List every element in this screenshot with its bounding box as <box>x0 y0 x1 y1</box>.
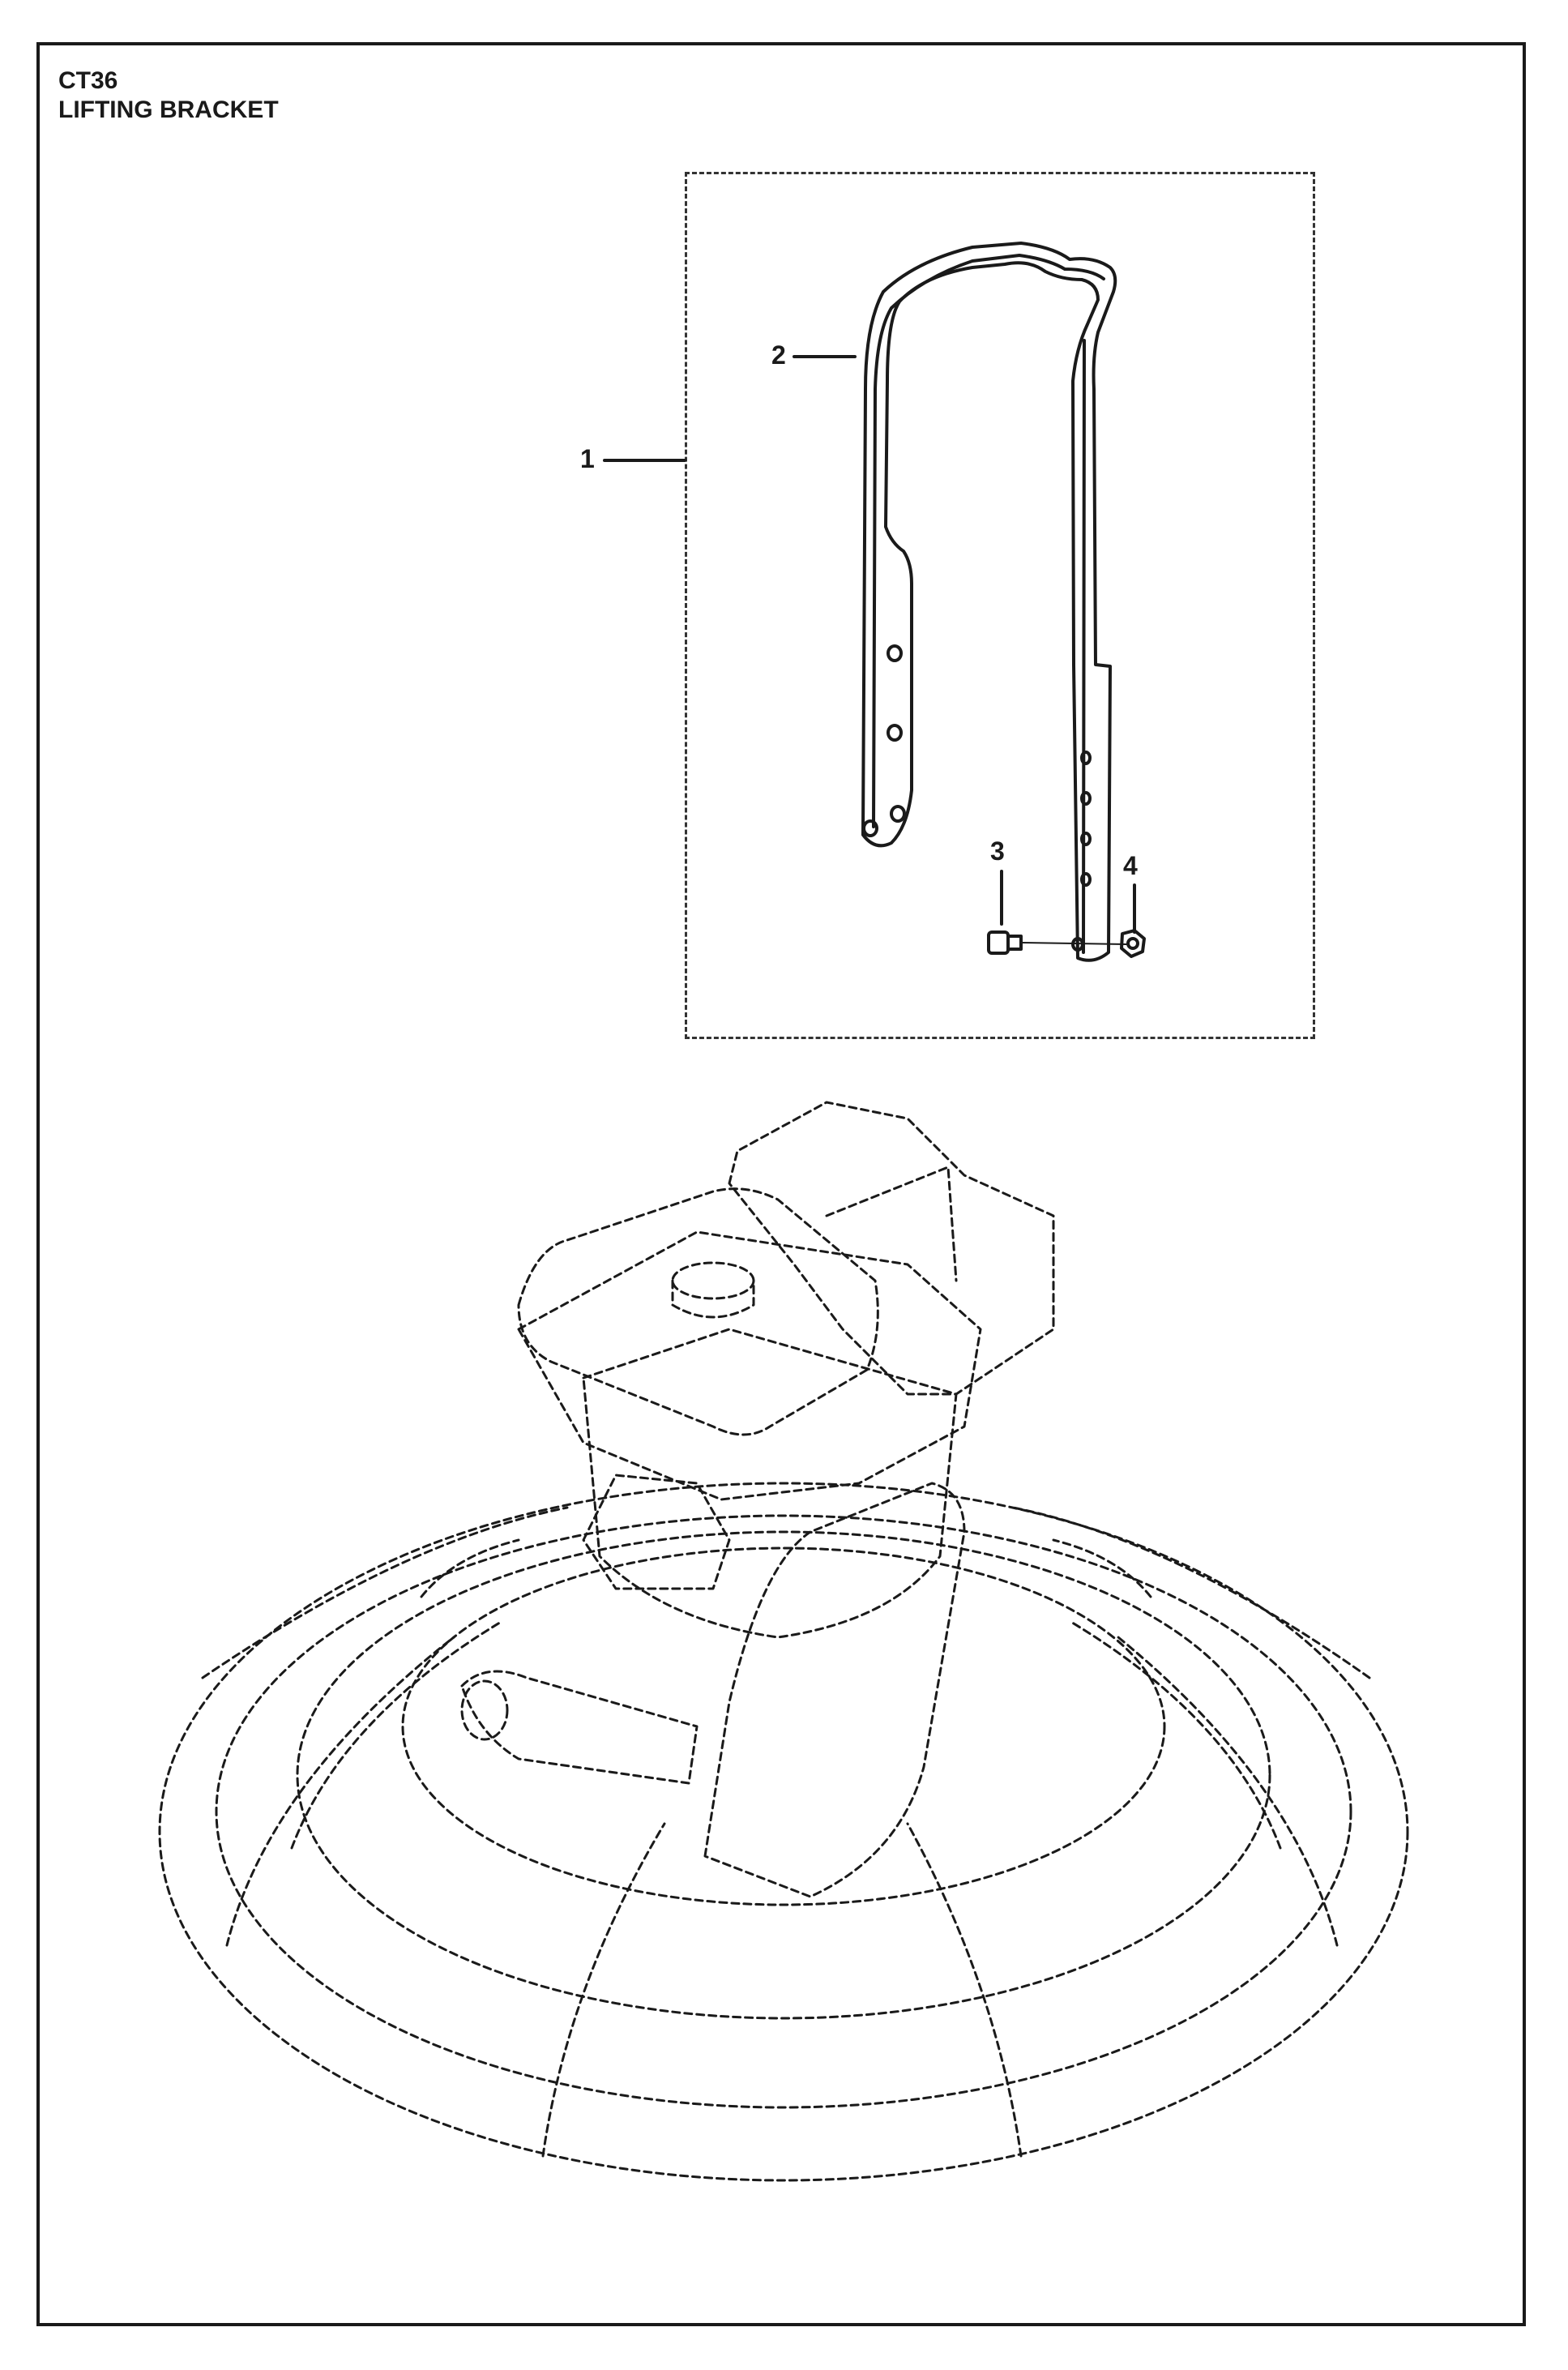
bracket-hole <box>887 644 903 662</box>
title-block: CT36 LIFTING BRACKET <box>58 66 279 125</box>
power-trowel-machine <box>158 1101 1409 2182</box>
cage-arc <box>225 1636 455 1947</box>
callout-2: 2 <box>771 340 786 370</box>
bolt <box>987 930 1127 955</box>
callout-3: 3 <box>990 836 1005 866</box>
cage-arc <box>541 1822 666 2158</box>
air-cleaner-divider <box>825 1166 958 1282</box>
control-arm <box>703 1482 966 1898</box>
bracket-hole <box>1080 832 1092 846</box>
callout-1: 1 <box>580 444 595 473</box>
cage-arc <box>201 1506 569 1679</box>
cage-arc <box>420 1538 520 1598</box>
bracket-hole <box>890 805 906 823</box>
lifting-bracket <box>861 242 1117 962</box>
guard-ring-middle <box>215 1514 1352 2109</box>
bracket-hole <box>1080 791 1092 806</box>
lifting-bracket-right-edge <box>1082 339 1086 954</box>
cage-arc <box>1052 1538 1152 1598</box>
fuel-tank <box>517 1187 879 1436</box>
cage-arc <box>290 1619 504 1850</box>
handle-mount <box>460 1670 699 1785</box>
cage-arc <box>1117 1636 1339 1947</box>
fuel-cap-body <box>671 1279 755 1319</box>
nut <box>1120 929 1146 958</box>
callout-4: 4 <box>1123 851 1138 880</box>
lifting-bracket-inner <box>872 254 1105 828</box>
handle-tube-end <box>460 1679 509 1741</box>
exploded-view-box <box>685 172 1315 1039</box>
cage-arc <box>1011 1506 1371 1679</box>
model-number: CT36 <box>58 67 118 94</box>
cage-arc <box>1068 1619 1282 1850</box>
bracket-hole <box>1080 751 1092 765</box>
bracket-hole <box>887 724 903 742</box>
gearbox <box>582 1328 958 1639</box>
bracket-hole <box>1080 872 1092 887</box>
guard-ring-outer <box>158 1482 1409 2182</box>
diagram-title: LIFTING BRACKET <box>58 96 279 123</box>
air-cleaner <box>728 1101 1055 1396</box>
cage-arc <box>906 1822 1023 2158</box>
blade-ring <box>401 1546 1166 1906</box>
guard-ring-inner <box>296 1530 1271 2020</box>
drawing-frame <box>36 42 1526 2326</box>
engine-body <box>517 1230 982 1501</box>
engine-base <box>582 1474 731 1590</box>
fuel-cap <box>671 1261 755 1300</box>
bracket-hole <box>862 819 878 837</box>
